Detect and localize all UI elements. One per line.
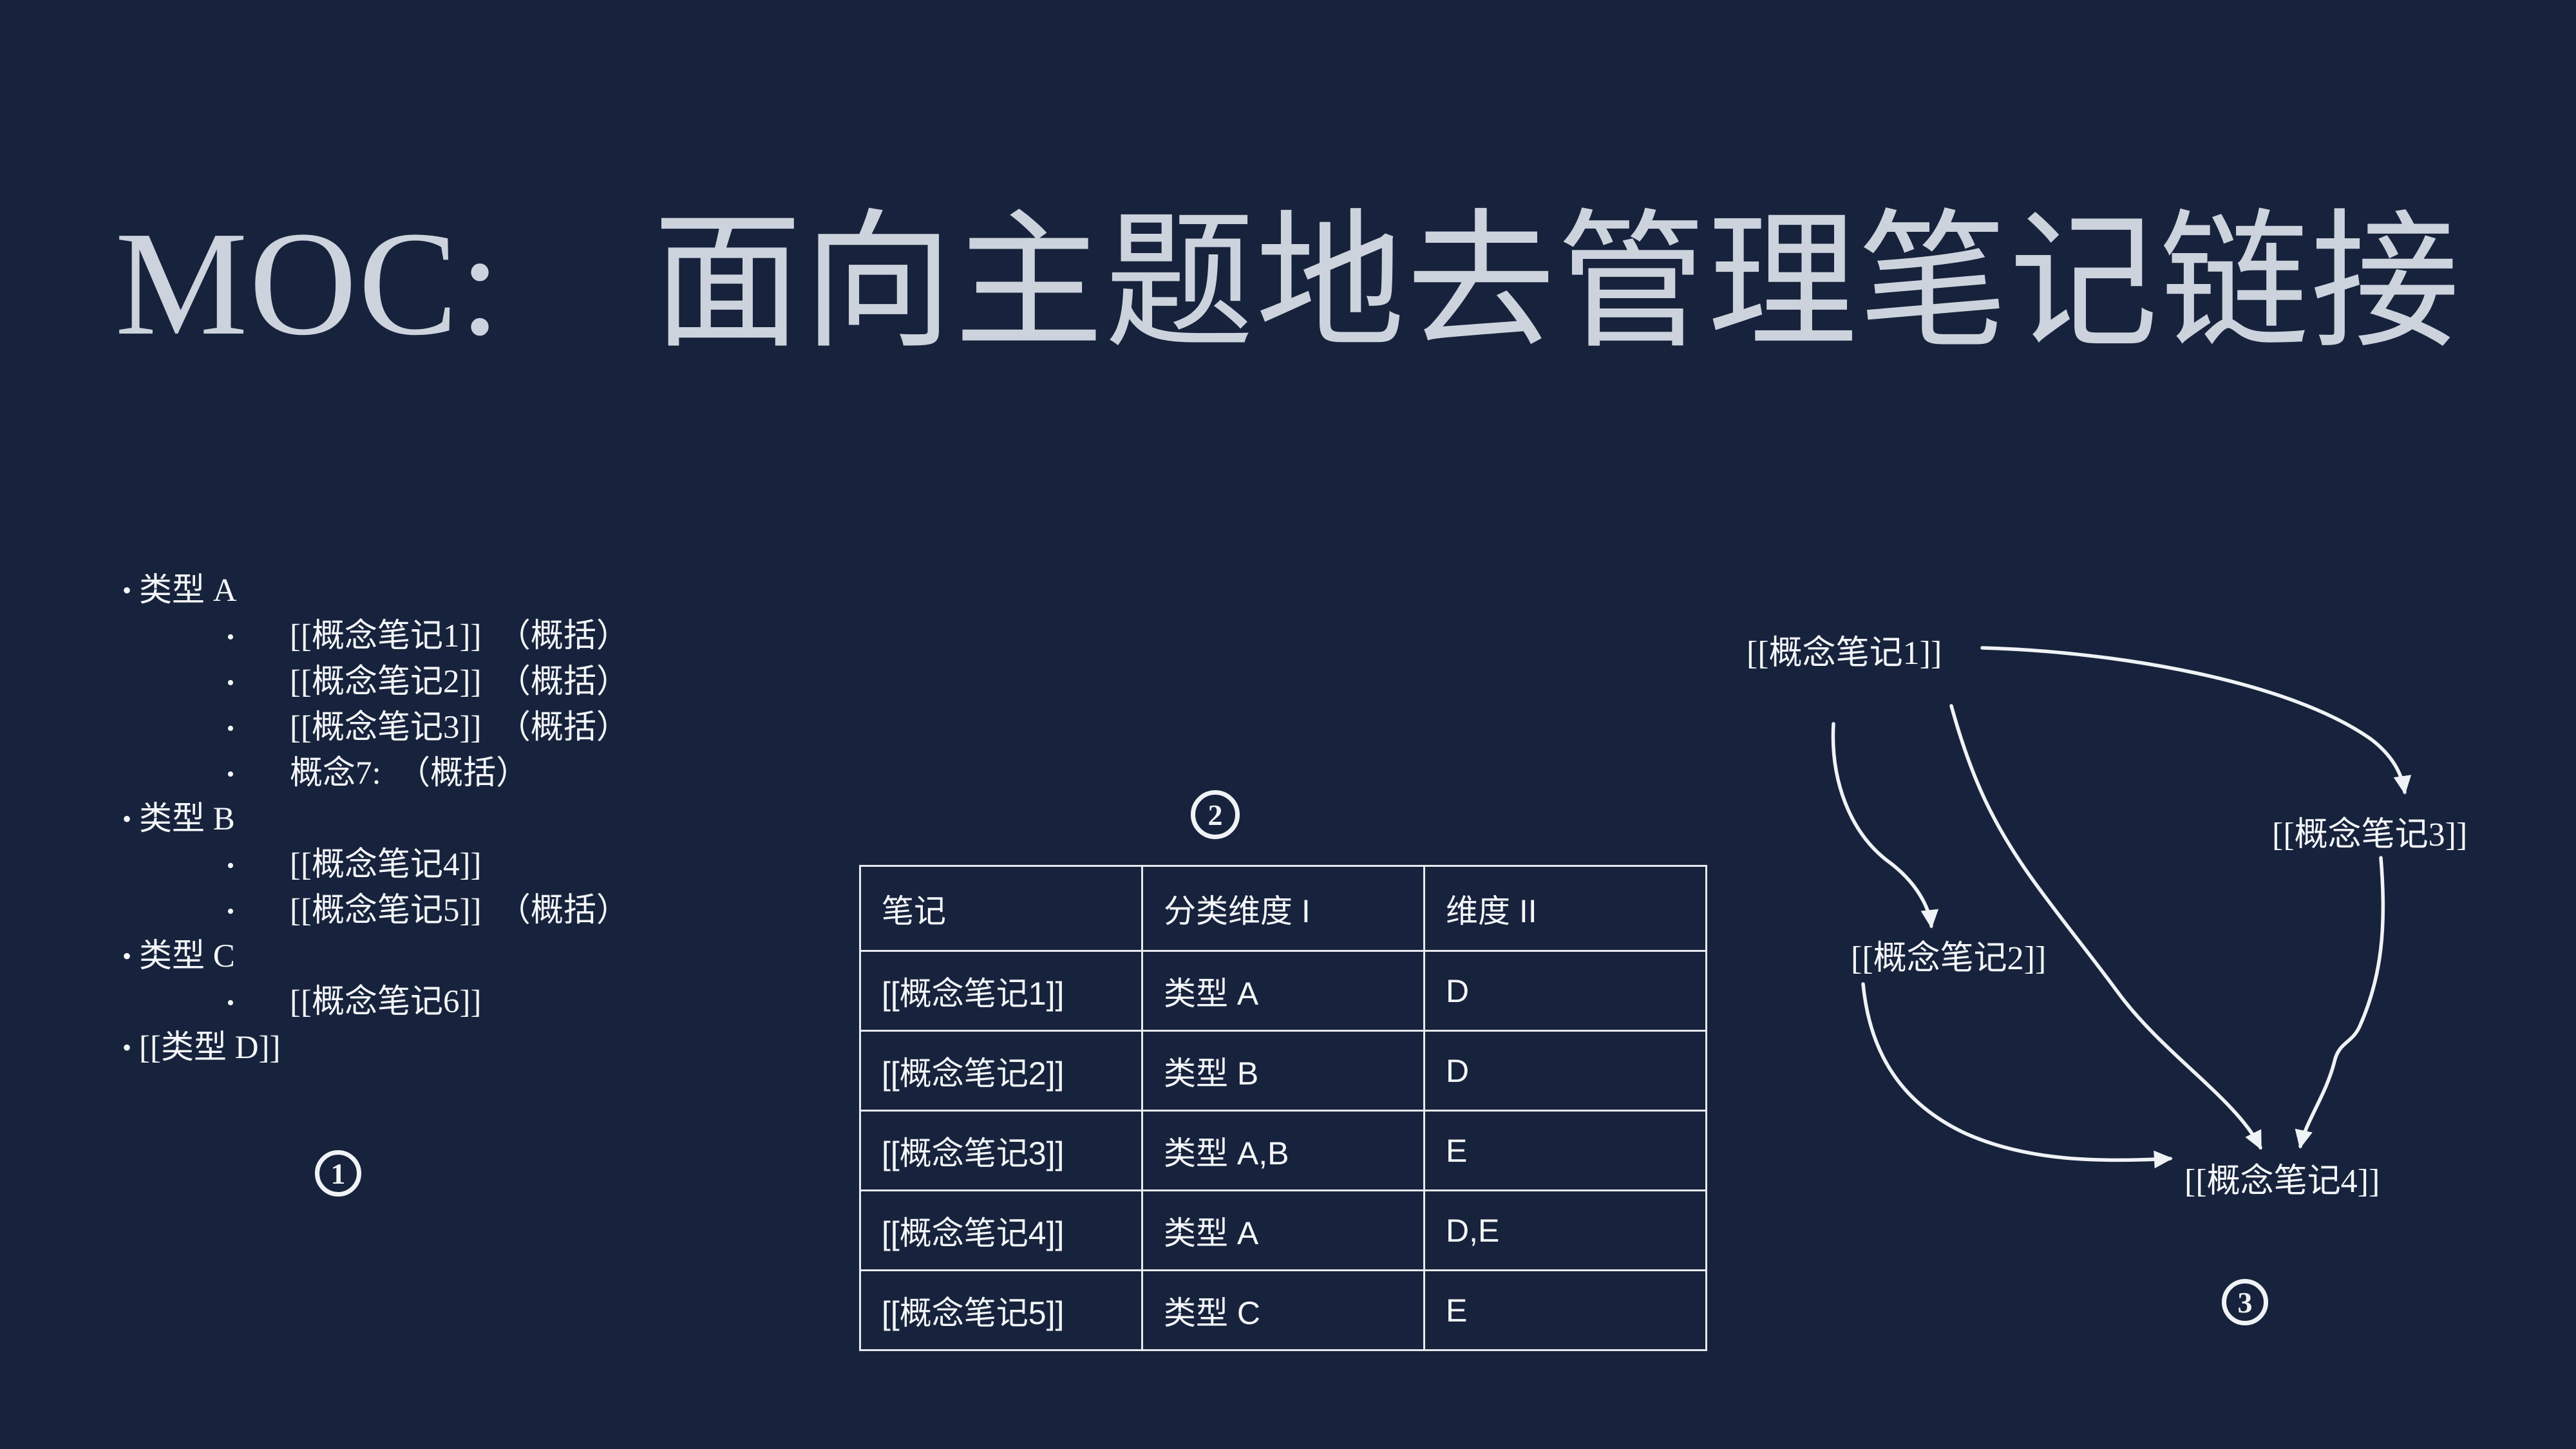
bullet-icon: • — [227, 900, 234, 923]
slide-title: MOC: 面向主题地去管理笔记链接 — [115, 201, 2461, 366]
table-cell: 类型 A — [1141, 950, 1425, 1032]
table-header-cell: 维度 II — [1423, 865, 1707, 952]
arrow-note1-to-note4 — [1949, 704, 2262, 1150]
table-header-cell: 分类维度 I — [1141, 865, 1425, 952]
table-cell: 类型 C — [1141, 1269, 1425, 1351]
table-cell: E — [1423, 1269, 1707, 1351]
outline-item: • [[概念笔记2]] （概括） — [122, 659, 629, 705]
diagram-node-note1: [[概念笔记1]] — [1747, 635, 1942, 672]
bullet-icon: • — [227, 854, 234, 878]
arrow-note1-to-note3 — [1980, 646, 2412, 795]
outline-item-text: 类型 A — [139, 573, 237, 609]
outline-item: • [[概念笔记1]] （概括） — [122, 614, 629, 659]
table-cell: 类型 B — [1141, 1030, 1425, 1112]
outline-item-text: [[概念笔记3]] （概括） — [290, 710, 629, 746]
bullet-icon: • — [122, 804, 132, 833]
outline-item-text: [[概念笔记5]] （概括） — [290, 893, 629, 929]
table-header-cell: 笔记 — [859, 865, 1143, 952]
bullet-icon: • — [227, 625, 234, 649]
diagram-node-note4: [[概念笔记4]] — [2184, 1163, 2380, 1200]
bullet-icon: • — [122, 576, 132, 605]
circled-number-3: 3 — [2222, 1279, 2268, 1325]
outline-item-text: 类型 C — [139, 938, 235, 974]
outline-item-text: [[概念笔记1]] （概括） — [290, 618, 629, 654]
outline-item-text: [[概念笔记4]] — [290, 847, 482, 883]
outline-item-text: [[概念笔记6]] — [290, 984, 482, 1020]
bullet-icon: • — [227, 717, 234, 741]
outline-item: • [[概念笔记3]] （概括） — [122, 705, 629, 751]
table-cell: [[概念笔记2]] — [859, 1030, 1143, 1112]
diagram-node-note2: [[概念笔记2]] — [1851, 940, 2047, 977]
outline-item: • [[概念笔记4]] — [122, 842, 629, 888]
outline-item: • [[概念笔记6]] — [122, 980, 629, 1025]
circled-number-1: 1 — [315, 1150, 361, 1197]
outline-item-text: 类型 B — [139, 801, 235, 837]
circled-number-1-digit: 1 — [330, 1157, 346, 1190]
table-cell: [[概念笔记5]] — [859, 1269, 1143, 1351]
outline-item: •[[类型 D]] — [122, 1025, 629, 1071]
table-cell: 类型 A — [1141, 1189, 1425, 1271]
circled-number-2: 2 — [1191, 790, 1240, 839]
outline-item: •类型 A — [122, 568, 629, 614]
outline-item: • [[概念笔记5]] （概括） — [122, 888, 629, 934]
arrow-note3-to-note4 — [2295, 856, 2385, 1149]
outline-item-text: [[类型 D]] — [139, 1030, 281, 1066]
outline-item-text: [[概念笔记2]] （概括） — [290, 664, 629, 700]
table-cell: [[概念笔记1]] — [859, 950, 1143, 1032]
table-cell: D — [1423, 1030, 1707, 1112]
bullet-icon: • — [122, 1033, 132, 1062]
arrow-note1-to-note2 — [1831, 722, 1939, 929]
outline-item-text: 概念7: （概括） — [290, 755, 529, 791]
outline-item: • 概念7: （概括） — [122, 751, 629, 797]
diagram-node-note3: [[概念笔记3]] — [2272, 817, 2468, 853]
table-cell: [[概念笔记3]] — [859, 1110, 1143, 1191]
arrow-note2-to-note4 — [1861, 982, 2173, 1169]
bullet-icon: • — [227, 991, 234, 1015]
circled-number-2-digit: 2 — [1208, 798, 1223, 831]
bullet-icon: • — [227, 762, 234, 786]
table-cell: 类型 A,B — [1141, 1110, 1425, 1191]
table-cell: D — [1423, 950, 1707, 1032]
outline-item: •类型 C — [122, 934, 629, 980]
circled-number-3-digit: 3 — [2237, 1285, 2253, 1319]
table-cell: D,E — [1423, 1189, 1707, 1271]
table-cell: E — [1423, 1110, 1707, 1191]
bullet-icon: • — [227, 671, 234, 695]
bullet-icon: • — [122, 942, 132, 971]
table-cell: [[概念笔记4]] — [859, 1189, 1143, 1271]
outline-item: •类型 B — [122, 797, 629, 842]
outline-list: •类型 A•[[概念笔记1]] （概括）•[[概念笔记2]] （概括）•[[概念… — [122, 568, 629, 1071]
